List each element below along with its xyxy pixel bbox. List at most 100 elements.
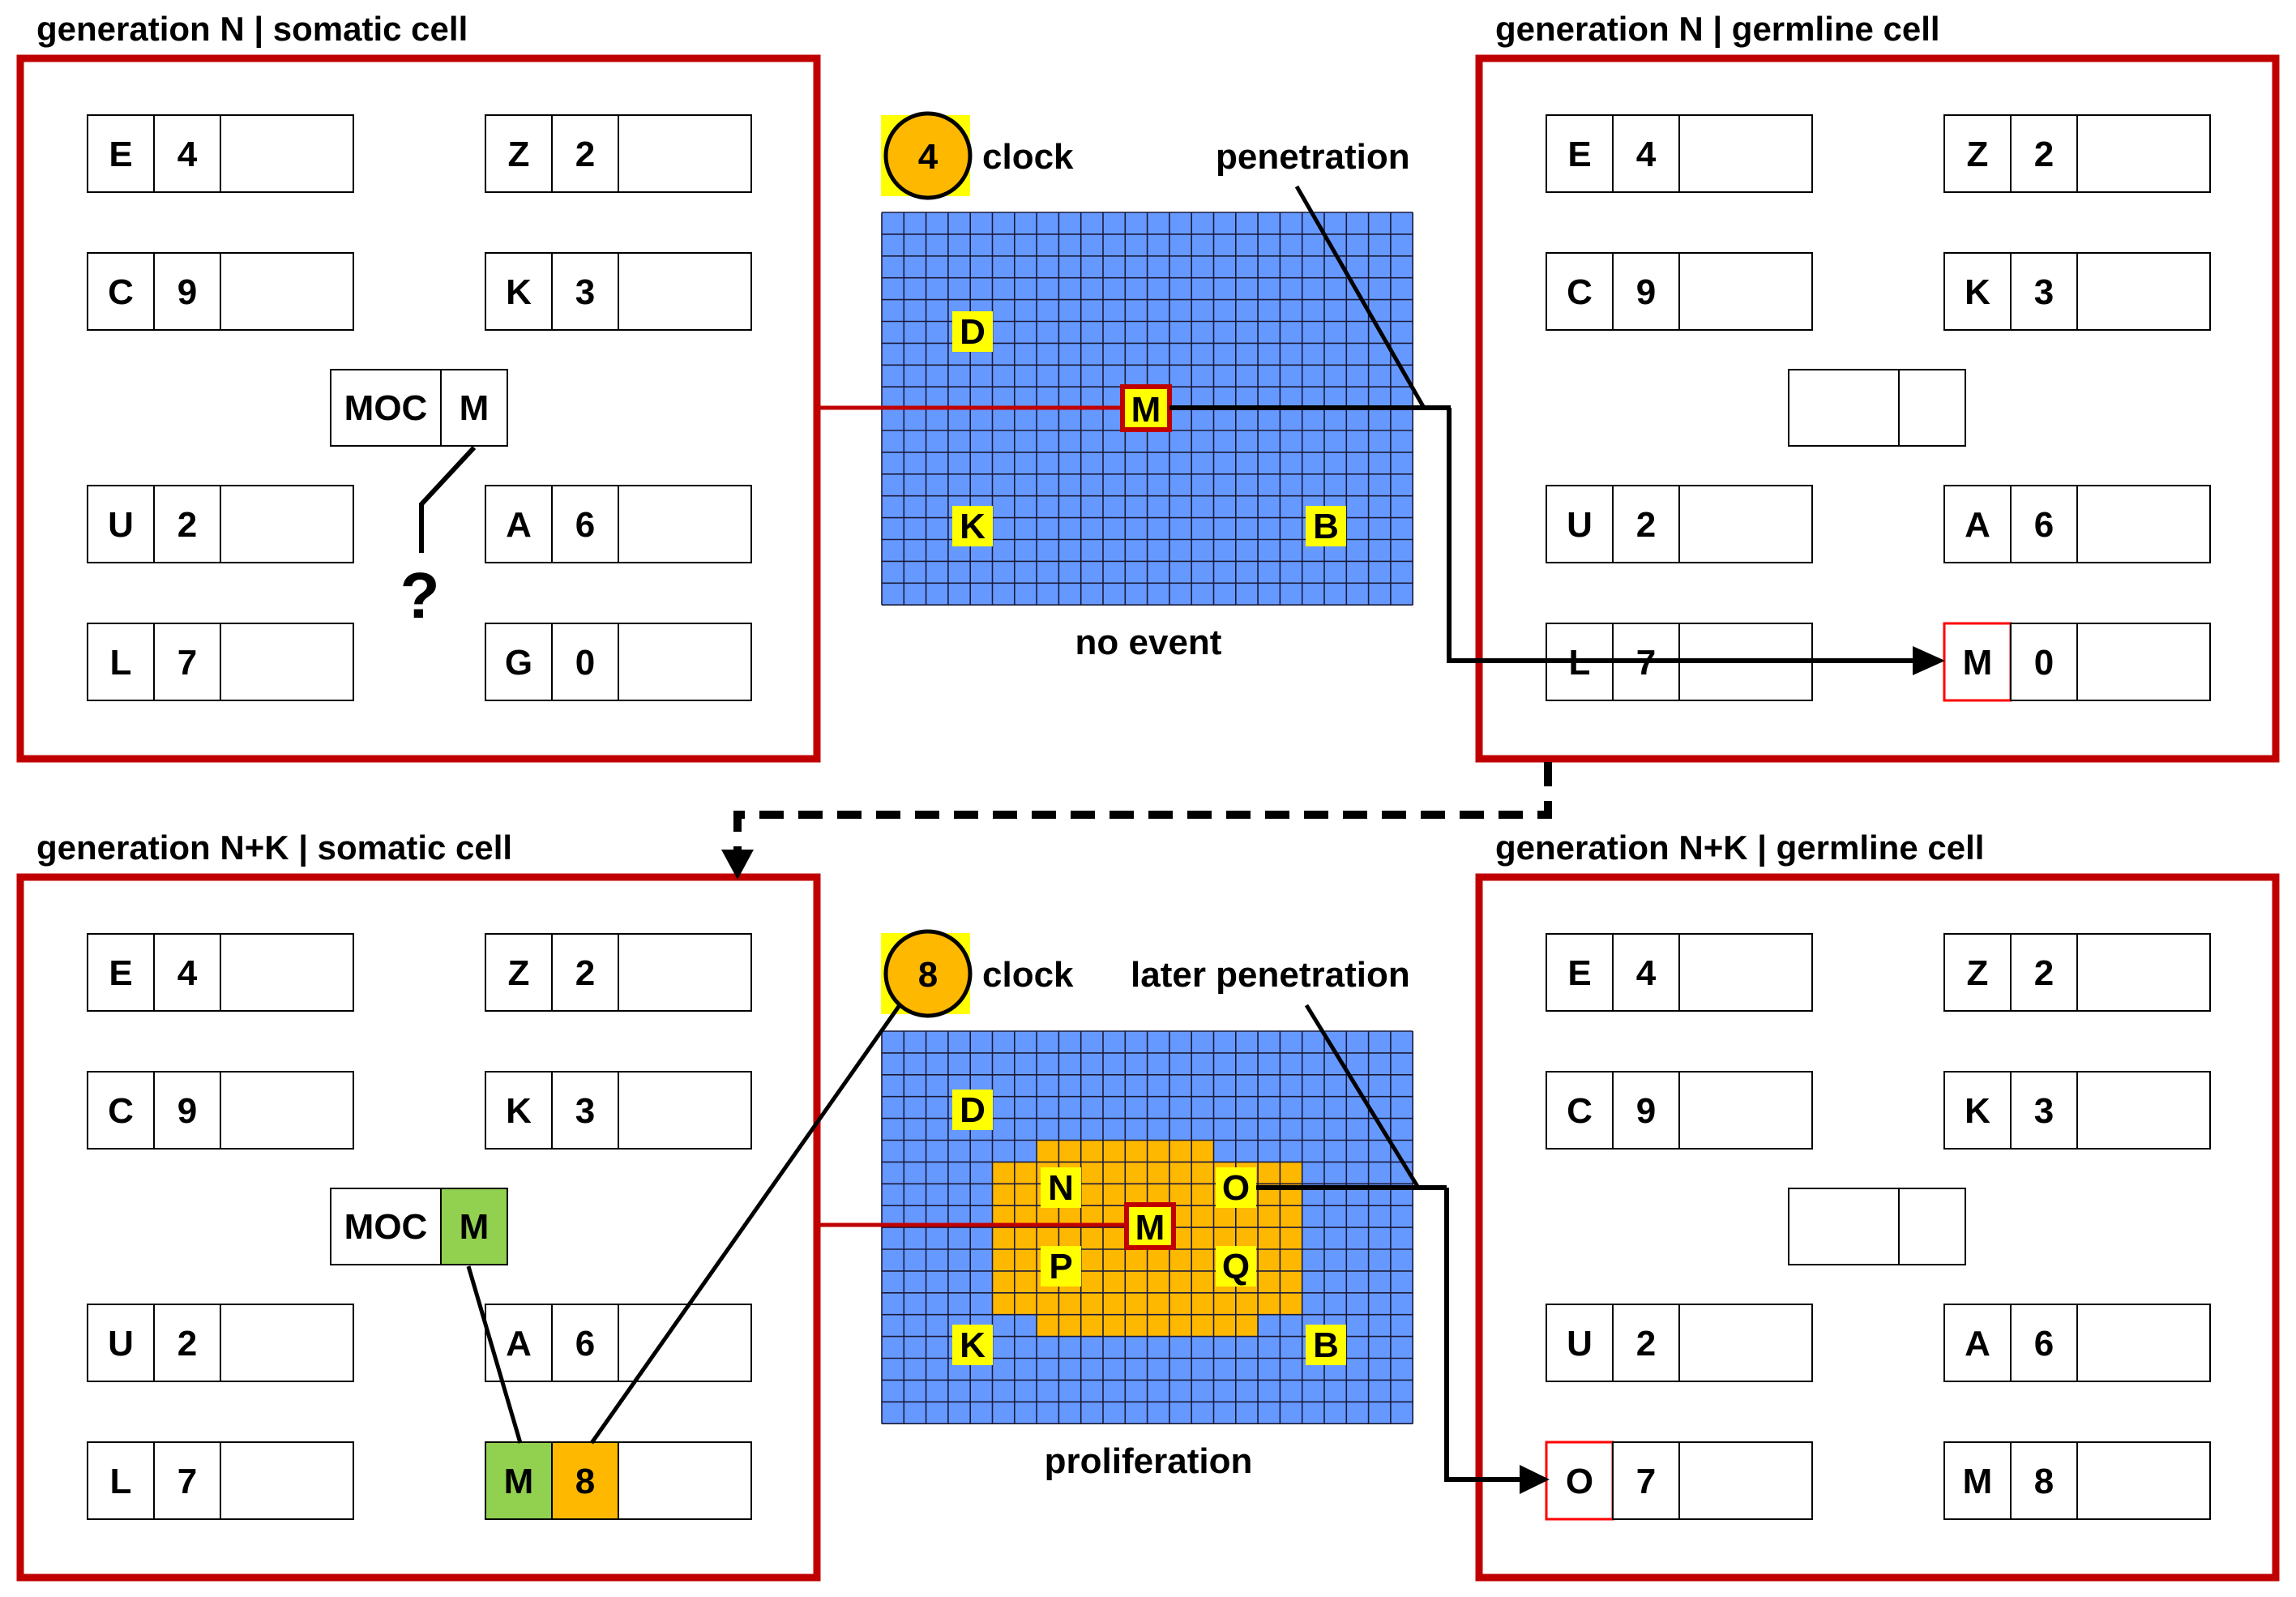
top-somatic-gene-value: 2 [575, 135, 595, 174]
bottom-somatic-gene-letter: Z [508, 953, 530, 993]
top-germline-gene-value: 4 [1636, 135, 1657, 174]
bottom-germline-gene-value: 4 [1636, 953, 1657, 993]
bottom-grid-caption: proliferation [1045, 1441, 1253, 1481]
bottom-grid-label-d: D [952, 1090, 993, 1130]
bottom-somatic-gene-value: 3 [575, 1091, 595, 1131]
bottom-somatic-gene-letter: M [504, 1462, 534, 1501]
bottom-germline-gene-letter: Z [1967, 953, 1989, 993]
bottom-clock: 8 [881, 929, 973, 1018]
bottom-germline-empty-slot-a [1788, 1188, 1900, 1265]
top-germline-title: generation N | germline cell [1495, 10, 1940, 49]
top-germline-gene-value: 3 [2034, 272, 2054, 312]
bottom-somatic-title: generation N+K | somatic cell [36, 828, 512, 867]
clock-to-record-line [589, 1004, 902, 1445]
bottom-somatic-gene-value: 8 [575, 1462, 595, 1501]
bottom-moc-label: MOC [344, 1207, 428, 1247]
top-moc-label: MOC [344, 388, 428, 428]
top-somatic-gene-value: 7 [177, 643, 197, 683]
top-somatic-gene-value: 2 [177, 505, 197, 545]
top-germline-empty-slot-b [1898, 369, 1966, 447]
top-grid-caption: no event [1075, 623, 1222, 662]
bottom-germline-gene-value: 2 [2034, 953, 2054, 993]
bottom-grid-label-o: O [1216, 1167, 1256, 1208]
bottom-grid-label-k: K [952, 1325, 993, 1365]
bottom-germline-gene-letter: C [1567, 1091, 1593, 1131]
top-germline-gene-letter: A [1965, 505, 1990, 545]
bottom-grid-label-q: Q [1216, 1246, 1256, 1287]
top-somatic-gene-letter: K [506, 272, 532, 312]
bottom-germline-gene-letter: E [1567, 953, 1591, 993]
bottom-germline-gene-value: 3 [2034, 1091, 2054, 1131]
top-somatic-gene-value: 0 [575, 643, 595, 683]
top-somatic-gene-letter: E [109, 135, 132, 174]
bottom-germline-gene-letter: A [1965, 1324, 1990, 1364]
svg-text:M: M [1135, 1208, 1165, 1248]
bottom-somatic-gene-value: 9 [177, 1091, 197, 1131]
top-germline-gene-letter: Z [1967, 135, 1989, 174]
bottom-grid-label-p: P [1041, 1246, 1081, 1287]
top-somatic-gene-value: 6 [575, 505, 595, 545]
bottom-germline-gene-value: 9 [1636, 1091, 1656, 1131]
top-germline-gene-letter: C [1567, 272, 1593, 312]
bottom-somatic-gene-value: 2 [575, 953, 595, 993]
svg-text:B: B [1313, 1325, 1339, 1365]
top-moc-value: M [460, 388, 490, 428]
bottom-germline-gene-letter: U [1567, 1324, 1593, 1364]
top-somatic-gene-letter: Z [508, 135, 530, 174]
bottom-somatic-gene-letter: U [108, 1324, 134, 1364]
top-somatic-gene-value: 9 [177, 272, 197, 312]
top-grid-label-b: B [1306, 506, 1346, 546]
bottom-germline-gene-letter: M [1963, 1462, 1993, 1501]
top-germline-gene-letter: E [1567, 135, 1591, 174]
top-penetration-pointer [1294, 185, 1426, 409]
bottom-somatic-gene-letter: A [506, 1324, 532, 1364]
top-somatic-gene-letter: U [108, 505, 134, 545]
moc-query-line [419, 445, 477, 553]
svg-text:Q: Q [1222, 1247, 1250, 1287]
top-grid-label-d: D [952, 311, 993, 352]
bottom-somatic-gene-value: 7 [177, 1462, 197, 1501]
top-somatic-gene-letter: G [505, 643, 532, 683]
top-germline-gene-value: 6 [2034, 505, 2054, 545]
svg-text:D: D [960, 312, 986, 352]
bottom-penetration-arrowhead [1520, 1465, 1550, 1494]
bottom-penetration-label: later penetration [1131, 955, 1410, 995]
top-germline-gene-letter: M [1963, 643, 1993, 683]
bottom-germline-gene-letter: O [1566, 1462, 1593, 1501]
top-penetration-arrow-line [1447, 408, 1913, 663]
top-penetration-label: penetration [1216, 137, 1410, 177]
bottom-somatic-moc: MOC M [330, 1188, 508, 1265]
top-somatic-gene-value: 3 [575, 272, 595, 312]
svg-text:M: M [1131, 390, 1161, 430]
bottom-clock-label: clock [982, 955, 1074, 995]
top-grid-label-m: M [1120, 384, 1172, 432]
bottom-somatic-frame [16, 873, 821, 1582]
bottom-somatic-gene-letter: E [109, 953, 132, 993]
bottom-grid-label-b: B [1306, 1325, 1346, 1365]
top-somatic-gene-letter: L [110, 643, 132, 683]
top-somatic-moc: MOC M [330, 369, 508, 447]
top-somatic-gene-letter: C [108, 272, 134, 312]
generation-dashed-arrowhead [721, 850, 754, 880]
top-clock: 4 [881, 111, 973, 200]
top-germline-gene-value: 2 [1636, 505, 1656, 545]
bottom-somatic-gene-value: 2 [177, 1324, 197, 1364]
top-grid-label-k: K [952, 506, 993, 546]
